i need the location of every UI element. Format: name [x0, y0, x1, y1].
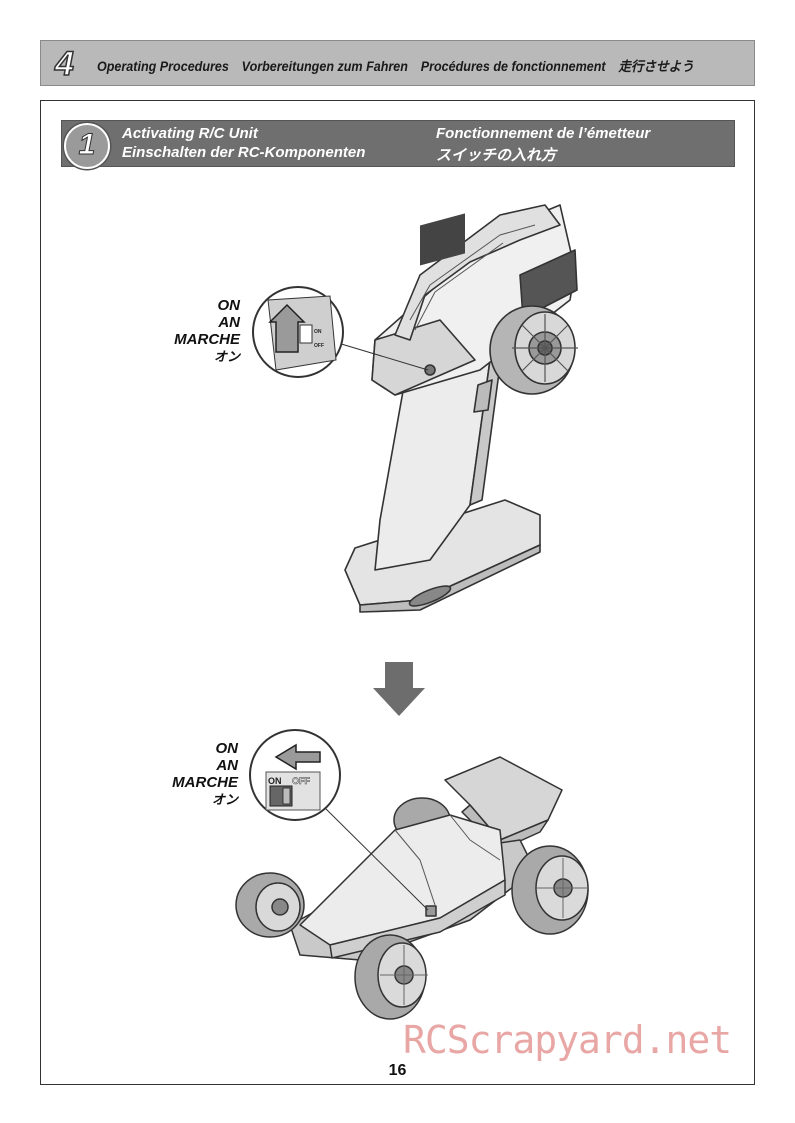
step-number: 1: [78, 128, 96, 162]
section-number: 4: [54, 44, 74, 84]
car-switch-on-label: ON: [268, 776, 282, 786]
step-title-fr: Fonctionnement de l’émetteur: [436, 125, 651, 142]
car-switch-callout: ON OFF: [249, 729, 341, 821]
car-on-label: ON AN MARCHE オン: [148, 740, 238, 808]
label-line-ja: オン: [213, 349, 240, 364]
section-header: 4 Operating Procedures Vorbereitungen zu…: [40, 40, 755, 86]
page-number: 16: [388, 1062, 407, 1079]
transmitter-on-label: ON AN MARCHE オン: [150, 297, 240, 365]
tx-switch-on-label: ON: [314, 329, 322, 335]
step-title-de: Einschalten der RC-Komponenten: [122, 144, 366, 161]
label-line-on: ON: [215, 740, 239, 757]
step-header: [61, 120, 735, 167]
content-frame: [40, 100, 755, 1085]
title-ja: 走行させよう: [618, 59, 694, 74]
step-badge: 1: [64, 123, 110, 169]
car-switch-off-label: OFF: [292, 776, 310, 786]
label-line-on: ON: [217, 297, 241, 314]
label-line-an: AN: [216, 757, 238, 774]
down-arrow-icon: [373, 662, 425, 716]
label-line-marche: MARCHE: [174, 331, 240, 348]
step-title-en: Activating R/C Unit: [122, 125, 258, 142]
tx-switch-off-label: OFF: [314, 343, 324, 349]
transmitter-switch-callout: [252, 286, 344, 378]
label-line-an: AN: [218, 314, 240, 331]
step-title-ja: スイッチの入れ方: [436, 147, 557, 164]
transmitter-illustration: [337, 204, 578, 613]
section-titles: Operating Procedures Vorbereitungen zum …: [97, 55, 703, 75]
label-line-ja: オン: [211, 792, 238, 807]
label-line-marche: MARCHE: [172, 774, 238, 791]
car-illustration: [235, 756, 589, 1020]
title-fr: Procédures de fonctionnement: [420, 59, 606, 74]
watermark: RCScrapyard.net: [403, 1018, 732, 1062]
title-en: Operating Procedures: [97, 59, 229, 74]
title-de: Vorbereitungen zum Fahren: [241, 59, 408, 74]
